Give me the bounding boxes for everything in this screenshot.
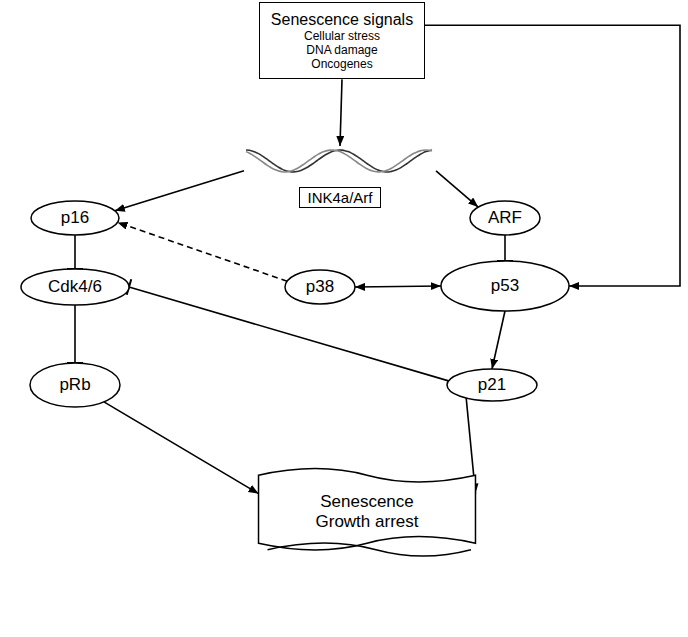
connector bbox=[492, 311, 505, 369]
node-label: Senescence signals bbox=[271, 10, 413, 29]
dna-strand bbox=[246, 150, 432, 172]
node-sublabel: Cellular stress DNA damage Oncogenes bbox=[292, 29, 392, 72]
connector bbox=[340, 79, 342, 146]
connector bbox=[425, 25, 680, 286]
protein-ellipse: p16 bbox=[30, 200, 120, 236]
node-label: ARF bbox=[488, 208, 522, 228]
connector bbox=[355, 286, 441, 287]
connector bbox=[74, 235, 76, 269]
ellipse-outline bbox=[21, 269, 129, 305]
banner-edge bbox=[268, 543, 471, 556]
connector bbox=[504, 235, 506, 261]
dna-strand bbox=[246, 150, 432, 172]
ellipse-outline bbox=[441, 261, 569, 311]
banner-outline bbox=[259, 468, 476, 550]
ellipse-outline bbox=[470, 201, 540, 235]
connector bbox=[118, 222, 288, 281]
protein-ellipse: p38 bbox=[284, 269, 356, 305]
protein-ellipse: pRb bbox=[29, 362, 121, 408]
signal-box: Senescence signalsCellular stress DNA da… bbox=[259, 2, 424, 79]
ellipse-outline bbox=[30, 363, 120, 407]
connector bbox=[74, 305, 76, 363]
protein-ellipse: p53 bbox=[440, 260, 570, 312]
protein-ellipse: p21 bbox=[446, 368, 538, 402]
outcome-banner: Senescence Growth arrest bbox=[254, 466, 480, 558]
node-label: pRb bbox=[59, 375, 90, 395]
connector bbox=[436, 171, 478, 207]
node-label: p21 bbox=[478, 375, 506, 395]
node-label: p16 bbox=[61, 208, 89, 228]
node-label: Senescence Growth arrest bbox=[305, 492, 430, 531]
connector bbox=[129, 287, 449, 381]
ellipse-outline bbox=[447, 369, 537, 401]
connector bbox=[104, 402, 259, 494]
node-label: p53 bbox=[491, 276, 519, 296]
protein-ellipse: Cdk4/6 bbox=[20, 268, 130, 306]
gene-locus: INK4a/Arf bbox=[244, 146, 436, 208]
connector bbox=[115, 171, 244, 211]
ellipse-outline bbox=[31, 201, 119, 235]
node-label: p38 bbox=[306, 277, 334, 297]
node-label: Cdk4/6 bbox=[48, 277, 102, 297]
node-label: INK4a/Arf bbox=[299, 187, 380, 208]
protein-ellipse: ARF bbox=[469, 200, 541, 236]
ellipse-outline bbox=[285, 270, 355, 304]
